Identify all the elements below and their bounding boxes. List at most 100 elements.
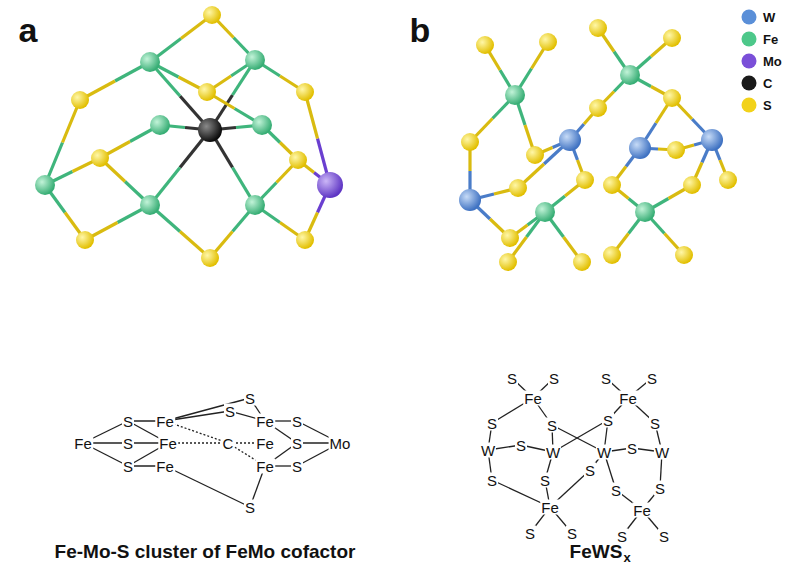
atom-ball (198, 83, 216, 101)
legend-row: C (740, 72, 782, 94)
legend-label: C (763, 76, 772, 91)
atom-label: S (244, 391, 256, 406)
structure-formula (83, 398, 340, 507)
atom-ball (559, 129, 581, 151)
atom-label: S (122, 414, 134, 429)
atom-label: Fe (523, 391, 543, 406)
legend-swatch-box (740, 30, 758, 48)
panel-letter: b (410, 13, 431, 47)
atom-ball (71, 91, 89, 109)
atom-ball (140, 52, 160, 72)
atom-label: S (244, 500, 256, 515)
atom-ball (629, 137, 651, 159)
atom-ball (576, 171, 594, 189)
atom-ball (603, 246, 621, 264)
atom-label: S (646, 371, 658, 386)
atom-ball (667, 141, 685, 159)
legend-swatch (742, 32, 757, 47)
atom-ball (245, 195, 265, 215)
atom-ball (245, 50, 265, 70)
atom-ball (461, 133, 479, 151)
atom-label: Fe (540, 500, 560, 515)
atom-label: Fe (155, 414, 175, 429)
legend-label: S (763, 98, 772, 113)
panel-letter: a (19, 13, 38, 47)
atom-ball (198, 118, 222, 142)
atom-label: S (654, 481, 666, 496)
atom-label: S (291, 414, 303, 429)
atom-label: Mo (329, 436, 352, 451)
atom-ball (663, 29, 681, 47)
atom-label: S (486, 416, 498, 431)
atom-label: S (506, 371, 518, 386)
legend-swatch-box (740, 96, 758, 114)
atom-label: S (548, 371, 560, 386)
atom-label: S (546, 418, 558, 433)
ball-stick-model (35, 6, 343, 267)
atom-ball (589, 99, 607, 117)
legend-swatch-box (740, 52, 758, 70)
atom-ball (509, 179, 527, 197)
atom-ball (476, 36, 494, 54)
atom-label: Fe (255, 436, 275, 451)
atom-ball (539, 33, 557, 51)
atom-ball (499, 253, 517, 271)
atom-label: Fe (73, 436, 93, 451)
atom-ball (719, 171, 737, 189)
atom-ball (252, 115, 272, 135)
atom-label: S (602, 413, 614, 428)
atom-ball (635, 202, 655, 222)
atom-label: S (515, 438, 527, 453)
atom-ball (35, 175, 55, 195)
atom-label: Fe (158, 436, 178, 451)
atom-ball (140, 195, 160, 215)
atom-ball (535, 202, 555, 222)
atom-label: S (486, 473, 498, 488)
atom-label: S (649, 416, 661, 431)
atom-ball (501, 229, 519, 247)
atom-label: S (539, 473, 551, 488)
atom-ball (603, 176, 621, 194)
legend-swatch (742, 98, 757, 113)
legend-swatch-box (740, 8, 758, 26)
atom-label: Fe (618, 391, 638, 406)
atom-label: S (524, 526, 536, 541)
atom-ball (296, 231, 314, 249)
atom-ball (573, 253, 591, 271)
atom-ball (150, 115, 170, 135)
atom-label: W (654, 445, 670, 460)
atom-ball (459, 189, 481, 211)
legend-swatch (742, 10, 757, 25)
atom-label: Fe (255, 414, 275, 429)
atom-label: S (122, 459, 134, 474)
atom-label: Fe (255, 459, 275, 474)
atom-label: W (545, 445, 561, 460)
legend-row: S (740, 94, 782, 116)
atom-ball (203, 6, 221, 24)
atom-ball (701, 129, 723, 151)
legend-swatch (742, 76, 757, 91)
legend-row: Mo (740, 50, 782, 72)
atom-ball (289, 151, 307, 169)
atom-ball (663, 89, 681, 107)
atom-ball (526, 146, 544, 164)
atom-label: W (596, 445, 612, 460)
legend-row: W (740, 6, 782, 28)
atom-label: S (291, 459, 303, 474)
atom-ball (317, 172, 343, 198)
atom-ball (296, 83, 314, 101)
atom-ball (76, 231, 94, 249)
atom-label: S (122, 436, 134, 451)
atom-label: W (480, 443, 496, 458)
figure-caption: Fe-Mo-S cluster of FeMo cofactor (55, 542, 356, 561)
atom-ball (505, 85, 525, 105)
atom-label: S (600, 371, 612, 386)
atom-label: S (626, 441, 638, 456)
caption-subscript: x (623, 551, 630, 564)
legend-swatch (742, 54, 757, 69)
figure-caption: FeWS (570, 542, 623, 561)
atom-ball (91, 149, 109, 167)
atom-label: S (584, 463, 596, 478)
atom-ball (683, 176, 701, 194)
